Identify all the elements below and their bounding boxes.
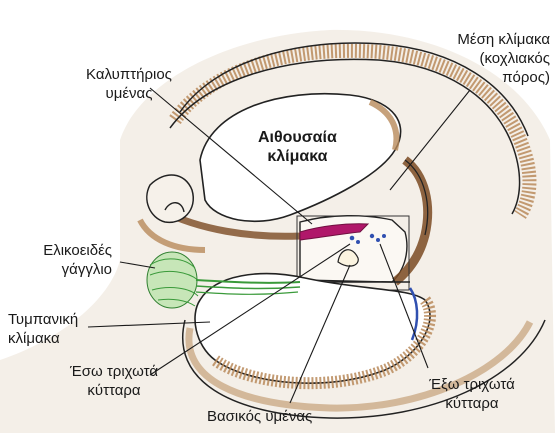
tectorial-membrane-line2: υμένας — [86, 84, 172, 103]
label-spiral-ganglion: Ελικοειδές γάγγλιο — [20, 241, 112, 279]
scala-tympani-line2: κλίμακα — [8, 329, 78, 348]
modiolus-bone — [147, 175, 193, 222]
scala-vestibuli-line2: κλίμακα — [258, 147, 337, 166]
scala-media-line1: Μέση κλίμακα — [440, 30, 550, 49]
outer-hair-cells-line1: Έξω τριχωτά — [414, 375, 530, 394]
label-tectorial-membrane: Καλυπτήριος υμένας — [86, 65, 172, 103]
scala-media-line2: (κοχλιακός — [440, 49, 550, 68]
inner-hair-cells-line2: κύτταρα — [66, 381, 162, 400]
scala-vestibuli-line1: Αιθουσαία — [258, 128, 337, 147]
tectorial-membrane-line1: Καλυπτήριος — [86, 65, 172, 84]
label-scala-vestibuli: Αιθουσαία κλίμακα — [258, 128, 337, 166]
label-scala-media: Μέση κλίμακα (κοχλιακός πόρος) — [440, 30, 550, 87]
outer-hair-cells-line2: κύτταρα — [414, 394, 530, 413]
label-scala-tympani: Τυμπανική κλίμακα — [8, 310, 78, 348]
scala-tympani-line1: Τυμπανική — [8, 310, 78, 329]
spiral-ganglion-line1: Ελικοειδές — [20, 241, 112, 260]
label-inner-hair-cells: Έσω τριχωτά κύτταρα — [66, 362, 162, 400]
label-outer-hair-cells: Έξω τριχωτά κύτταρα — [414, 375, 530, 413]
inner-hair-cells-line1: Έσω τριχωτά — [66, 362, 162, 381]
spiral-ganglion-line2: γάγγλιο — [20, 260, 112, 279]
label-basilar-membrane: Βασικός υμένας — [207, 407, 312, 426]
scala-media-line3: πόρος) — [440, 68, 550, 87]
